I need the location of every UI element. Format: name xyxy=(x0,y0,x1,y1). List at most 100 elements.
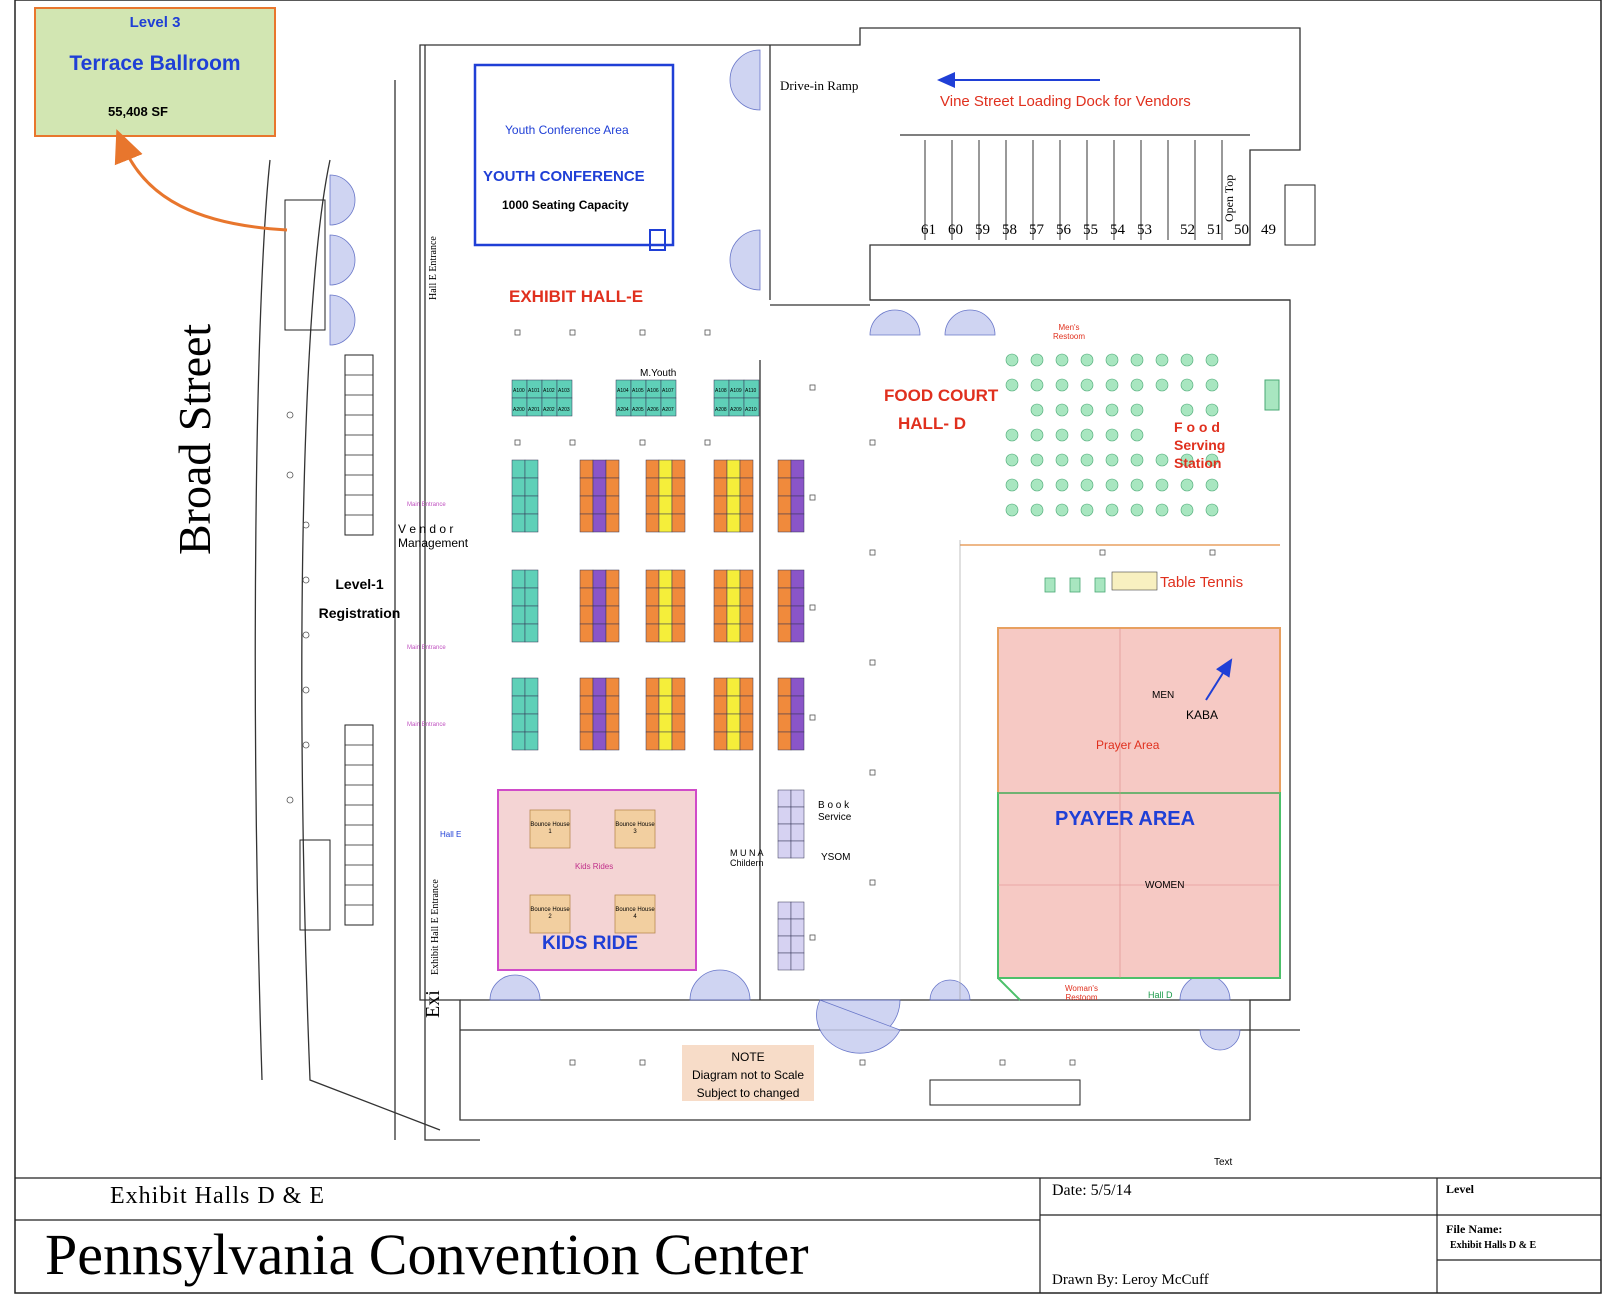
booth xyxy=(592,569,607,589)
exhibit-hall-e-entrance-label: Exhibit Hall E Entrance xyxy=(430,879,441,975)
booth xyxy=(658,587,673,607)
booth xyxy=(658,713,673,733)
booth xyxy=(658,477,673,497)
booth xyxy=(511,605,526,625)
booth xyxy=(777,806,792,825)
booth xyxy=(713,513,728,533)
booth xyxy=(671,731,686,751)
title-subtitle: Exhibit Halls D & E xyxy=(110,1183,325,1209)
booth xyxy=(726,587,741,607)
booth xyxy=(579,605,594,625)
hall-e-entrance-label: Hall E Entrance xyxy=(428,236,439,300)
booth xyxy=(579,495,594,515)
column-circles xyxy=(286,411,310,804)
bounce-house-1: Bounce House 1 xyxy=(530,822,570,835)
bounce-house-3: Bounce House 3 xyxy=(615,822,655,835)
booth xyxy=(790,587,805,607)
booth xyxy=(579,623,594,643)
booth-label: A106 xyxy=(647,388,659,394)
booth xyxy=(790,731,805,751)
text-label: Text xyxy=(1214,1157,1233,1168)
title-drawn-by: Drawn By: Leroy McCuff xyxy=(1052,1272,1209,1288)
booth xyxy=(790,695,805,715)
youth-conference-box xyxy=(473,63,675,247)
booth xyxy=(660,397,677,417)
booth xyxy=(790,569,805,589)
booth xyxy=(726,477,741,497)
booth xyxy=(579,459,594,479)
booth xyxy=(658,569,673,589)
booth xyxy=(777,731,792,751)
booth xyxy=(790,823,805,842)
booth xyxy=(739,587,754,607)
table-tennis-tables xyxy=(1044,577,1106,593)
booth-label: A203 xyxy=(558,407,570,413)
stair-treads xyxy=(345,374,373,906)
booth-label: A102 xyxy=(543,388,555,394)
booth xyxy=(511,477,526,497)
booth xyxy=(777,713,792,733)
title-file-name-label: File Name: xyxy=(1446,1222,1503,1236)
booth xyxy=(777,623,792,643)
booth xyxy=(777,935,792,954)
booth xyxy=(739,695,754,715)
booth xyxy=(790,840,805,859)
booth xyxy=(671,713,686,733)
main-entrance-2: Main Entrance xyxy=(407,645,446,651)
booth xyxy=(726,459,741,479)
booth xyxy=(645,587,660,607)
booth-label: A103 xyxy=(558,388,570,394)
building-outline xyxy=(254,27,1301,1141)
booth xyxy=(671,495,686,515)
booth xyxy=(790,513,805,533)
booth xyxy=(713,495,728,515)
booth xyxy=(726,569,741,589)
youth-area-small: Youth Conference Area xyxy=(505,123,629,137)
booth xyxy=(579,587,594,607)
youth-conference-label: YOUTH CONFERENCE xyxy=(483,168,645,185)
booth xyxy=(645,495,660,515)
booth xyxy=(524,569,539,589)
prayer-area-small: Prayer Area xyxy=(1096,738,1160,752)
booth xyxy=(658,695,673,715)
booth xyxy=(511,713,526,733)
booth xyxy=(726,605,741,625)
booth xyxy=(790,952,805,971)
booth xyxy=(645,459,660,479)
dock-number: 57 xyxy=(1029,222,1044,238)
m-youth-label: M.Youth xyxy=(640,368,677,379)
booth xyxy=(524,587,539,607)
kids-rides-small: Kids Rides xyxy=(575,862,614,871)
terrace-arrow xyxy=(114,129,288,232)
booth-label: A208 xyxy=(715,407,727,413)
booth-label: A108 xyxy=(715,388,727,394)
dock-stalls xyxy=(924,140,1223,240)
booth xyxy=(556,397,573,417)
booth xyxy=(671,605,686,625)
drive-ramp-label: Drive-in Ramp xyxy=(780,78,859,93)
booth xyxy=(777,677,792,697)
booth xyxy=(524,513,539,533)
booth xyxy=(645,513,660,533)
booth xyxy=(671,623,686,643)
women-label: WOMEN xyxy=(1145,880,1185,891)
kids-ride-label: KIDS RIDE xyxy=(542,933,639,954)
booth xyxy=(777,495,792,515)
booth xyxy=(671,569,686,589)
bounce-house-4: Bounce House 4 xyxy=(615,907,655,920)
booth xyxy=(605,587,620,607)
booth xyxy=(713,587,728,607)
main-entrance-3: Main Entrance xyxy=(407,722,446,728)
booth xyxy=(777,918,792,937)
booth xyxy=(511,587,526,607)
booth xyxy=(658,459,673,479)
booth xyxy=(726,695,741,715)
booth xyxy=(713,677,728,697)
booth xyxy=(726,513,741,533)
booth xyxy=(713,623,728,643)
booth xyxy=(605,495,620,515)
booth xyxy=(592,731,607,751)
